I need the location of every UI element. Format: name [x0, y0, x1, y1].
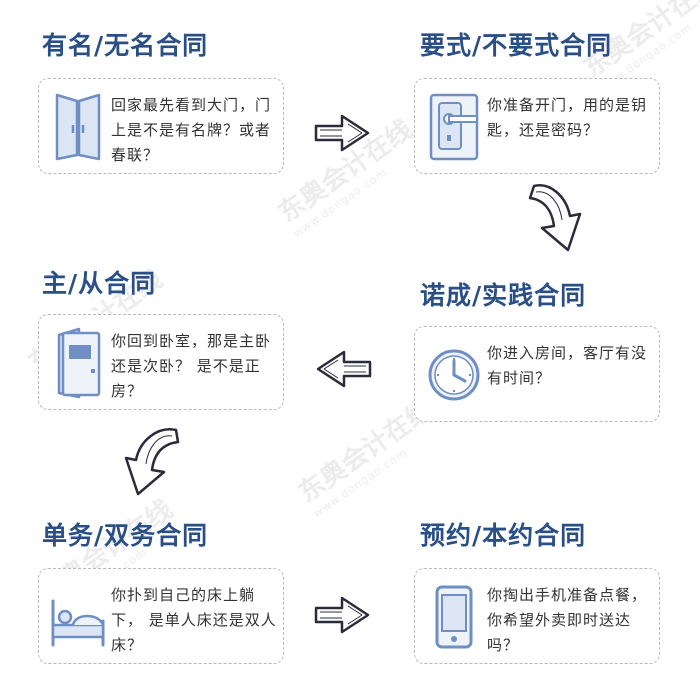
card-text: 回家最先看到大门，门上是不是有名牌？或者春联？: [111, 96, 272, 164]
card-text: 你准备开门，用的是钥匙，还是密码？: [487, 96, 648, 139]
card-formal-contract: 你准备开门，用的是钥匙，还是密码？: [414, 78, 660, 174]
card-unilateral-contract: 你扑到自己的床上躺下， 是单人床还是双人床？: [38, 568, 284, 664]
card-principal-contract: 你回到卧室，那是主卧还是次卧？ 是不是正房？: [38, 314, 284, 410]
card-text: 你扑到自己的床上躺下， 是单人床还是双人床？: [111, 586, 277, 654]
card-text: 你回到卧室，那是主卧还是次卧？ 是不是正房？: [111, 332, 272, 400]
card-consensual-contract: 你进入房间，客厅有没有时间？: [414, 326, 660, 422]
section-title-consensual-contract: 诺成/实践合同: [420, 281, 587, 310]
double-door-icon: [55, 93, 101, 161]
section-title-preliminary-contract: 预约/本约合同: [420, 521, 587, 550]
card-text: 你进入房间，客厅有没有时间？: [487, 344, 648, 387]
bedroom-door-icon: [57, 327, 101, 399]
curved-arrow-down-icon: [528, 184, 582, 252]
clock-icon: [428, 349, 480, 401]
curved-arrow-down-icon: [124, 428, 180, 496]
arrow-left-icon: [316, 350, 372, 388]
section-title-principal-contract: 主/从合同: [42, 269, 157, 298]
bed-icon: [51, 599, 105, 647]
card-preliminary-contract: 你掏出手机准备点餐，你希望外卖即时送达吗？: [414, 568, 660, 664]
section-title-named-contract: 有名/无名合同: [42, 31, 209, 60]
section-title-unilateral-contract: 单务/双务合同: [42, 521, 209, 550]
card-text: 你掏出手机准备点餐，你希望外卖即时送达吗？: [487, 586, 648, 654]
smartphone-icon: [435, 585, 473, 649]
arrow-right-icon: [314, 114, 370, 152]
section-title-formal-contract: 要式/不要式合同: [420, 31, 613, 60]
card-named-contract: 回家最先看到大门，门上是不是有名牌？或者春联？: [38, 78, 284, 174]
arrow-right-icon: [314, 596, 370, 634]
door-lock-icon: [429, 93, 479, 161]
